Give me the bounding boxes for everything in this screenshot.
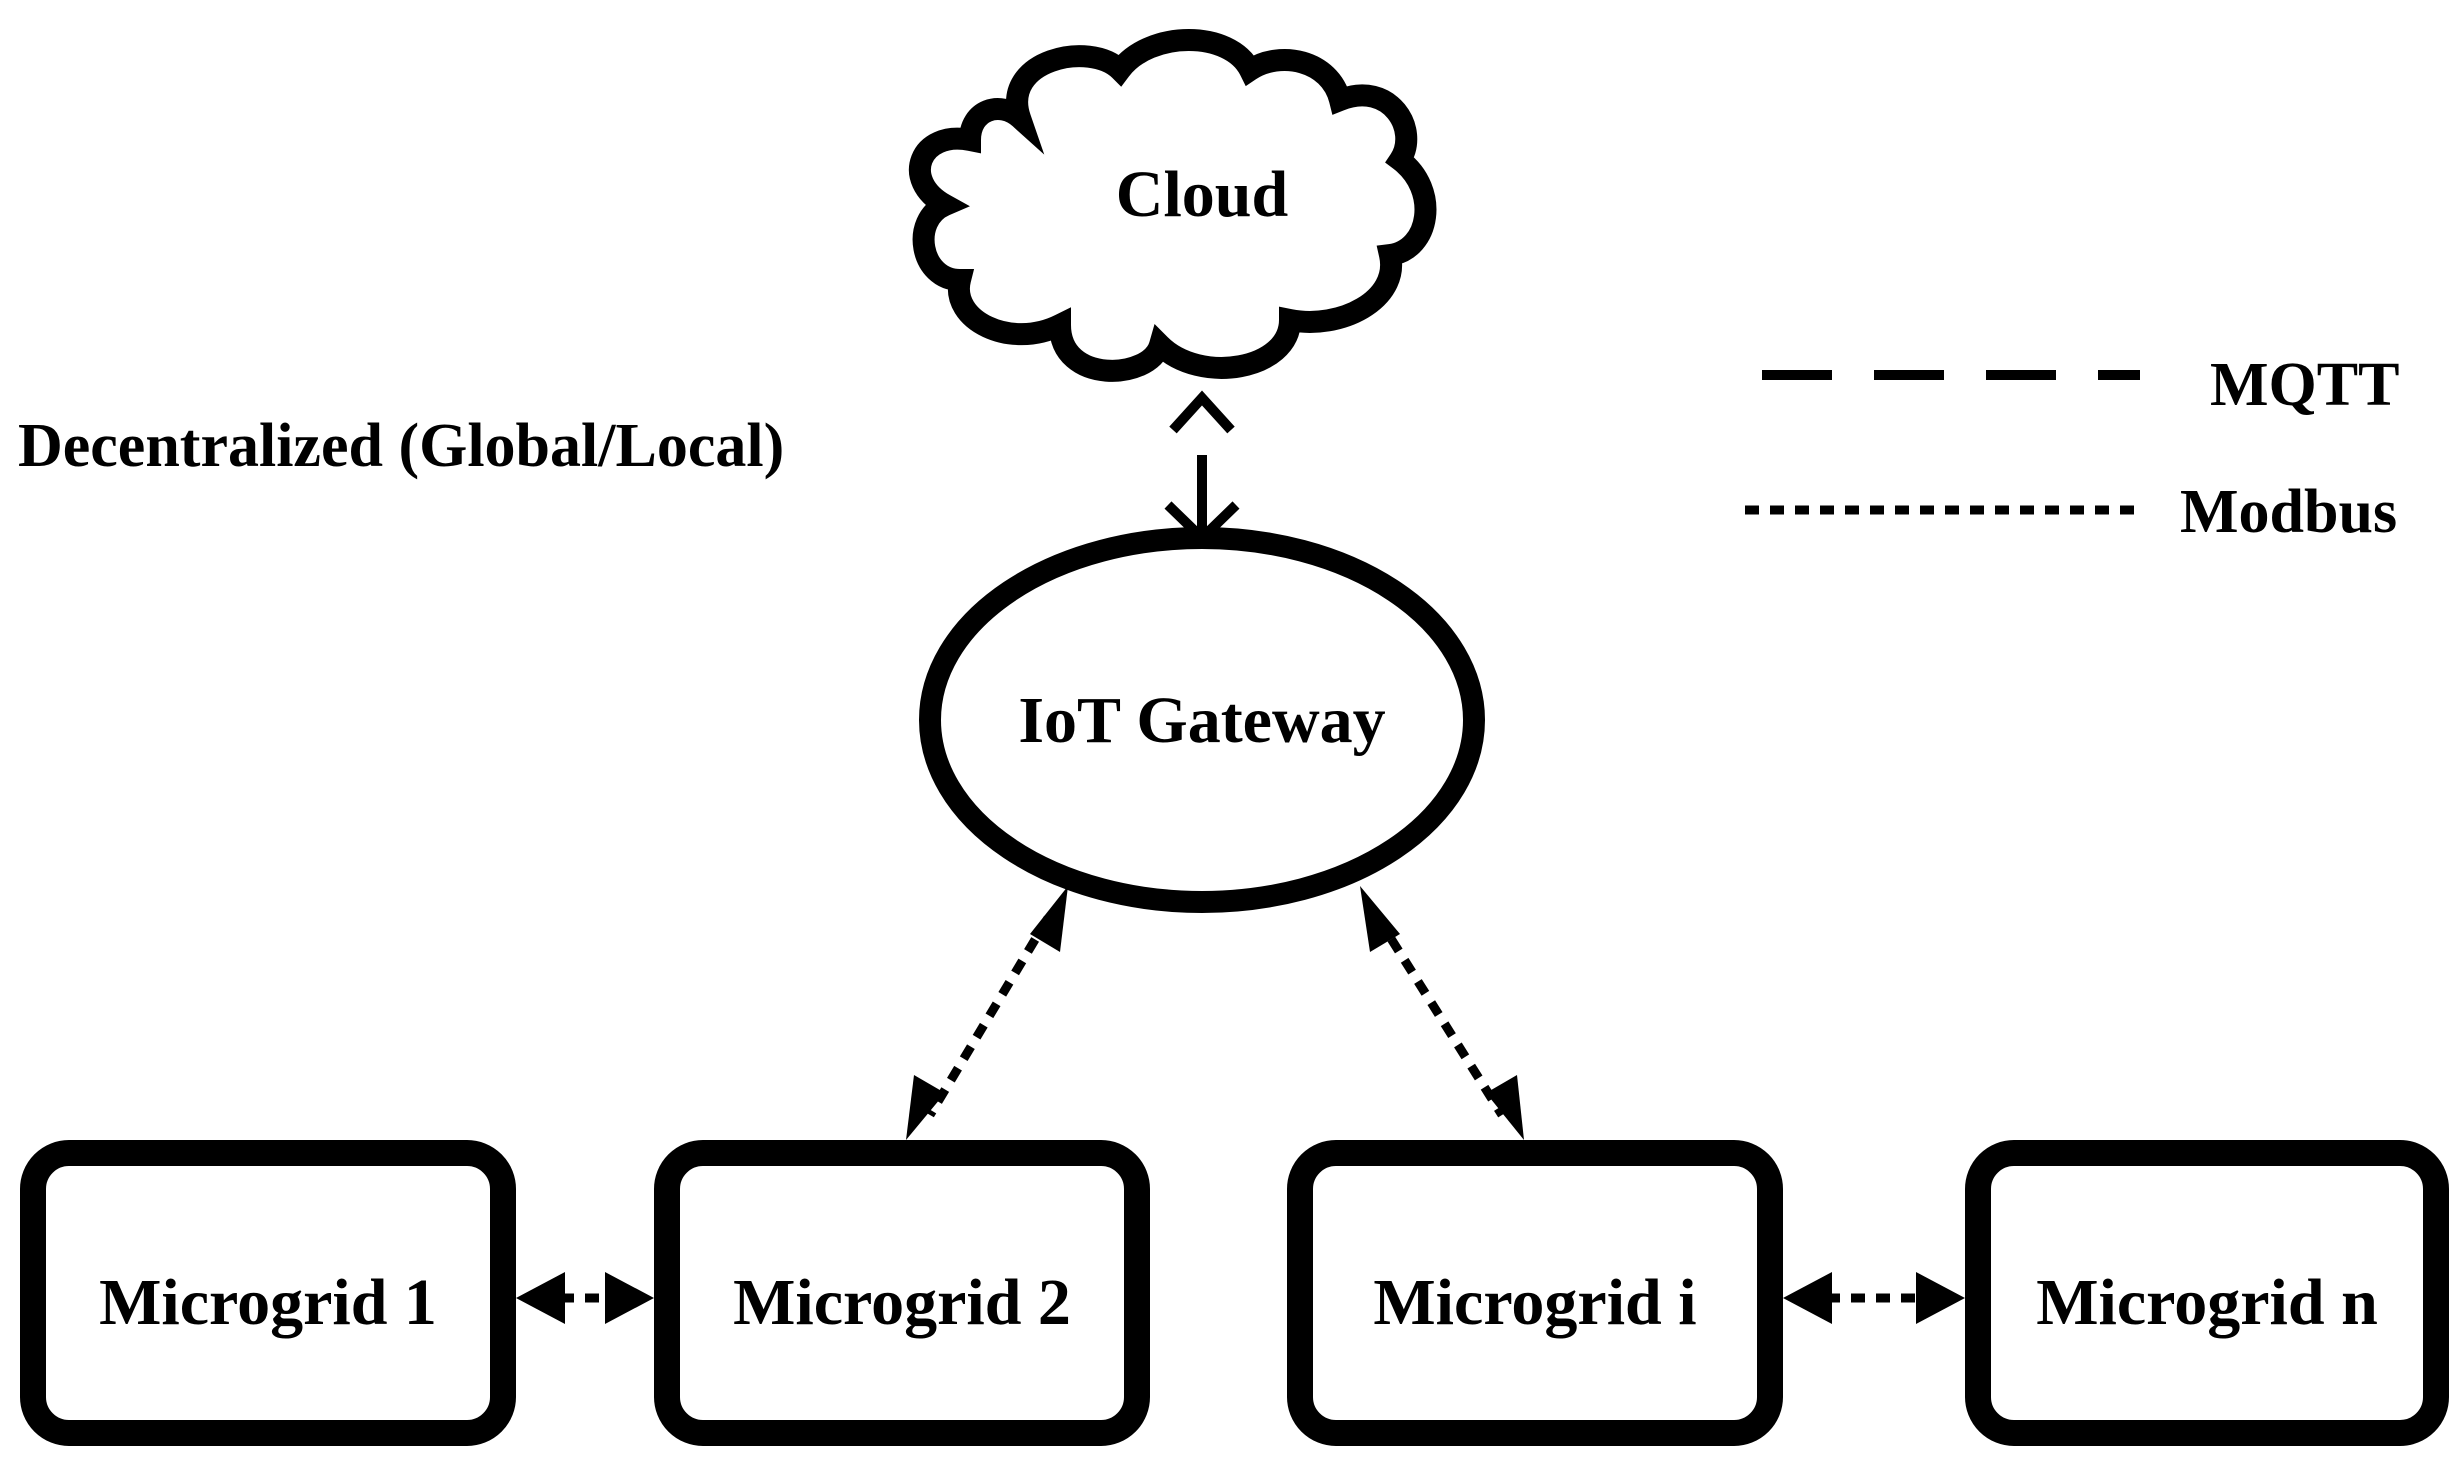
cloud-icon [909,29,1437,382]
legend: MQTT Modbus [1745,351,2399,546]
legend-modbus-label: Modbus [2180,478,2397,546]
cloud-node: Cloud [909,29,1437,382]
mg1-mg2-link [516,1272,654,1324]
gateway-mgi-link [1360,886,1524,1140]
mgi-mgn-head-right [1916,1272,1965,1324]
gateway-mg2-head-top [1030,886,1068,952]
gateway-mg2-head-bottom [906,1075,945,1140]
microgrid-n-label: Microgrid n [2036,1266,2378,1339]
cloud-gateway-link [1164,390,1240,545]
microgrid-2-box [654,1140,1150,1446]
microgrid-i: Microgrid i [1287,1140,1783,1446]
gateway-mgi-head-top [1360,886,1400,952]
microgrid-n-box [1965,1140,2449,1446]
microgrid-2-label: Microgrid 2 [733,1266,1071,1339]
cloud-label: Cloud [1116,158,1288,231]
gateway-label: IoT Gateway [1018,684,1385,757]
microgrid-1-label: Microgrid 1 [99,1266,437,1339]
mg1-mg2-head-left [516,1272,565,1324]
legend-mqtt-label: MQTT [2210,351,2399,419]
gateway-ellipse [919,527,1485,913]
microgrid-2: Microgrid 2 [654,1140,1150,1446]
microgrid-i-box [1287,1140,1783,1446]
microgrid-i-label: Microgrid i [1373,1266,1696,1339]
mgi-mgn-head-left [1783,1272,1832,1324]
gateway-mg2-link [906,886,1068,1140]
microgrid-1: Microgrid 1 [20,1140,516,1446]
gateway-mg2-line [926,915,1052,1118]
gateway-mgi-line [1374,915,1506,1118]
microgrid-1-box [20,1140,516,1446]
gateway-node: IoT Gateway [919,527,1485,913]
mode-label: Decentralized (Global/Local) [18,412,784,480]
gateway-mgi-head-bottom [1486,1075,1524,1140]
mg1-mg2-head-right [605,1272,654,1324]
cloud-link-chevron [1169,390,1235,434]
mgi-mgn-link [1783,1272,1965,1324]
microgrid-n: Microgrid n [1965,1140,2449,1446]
